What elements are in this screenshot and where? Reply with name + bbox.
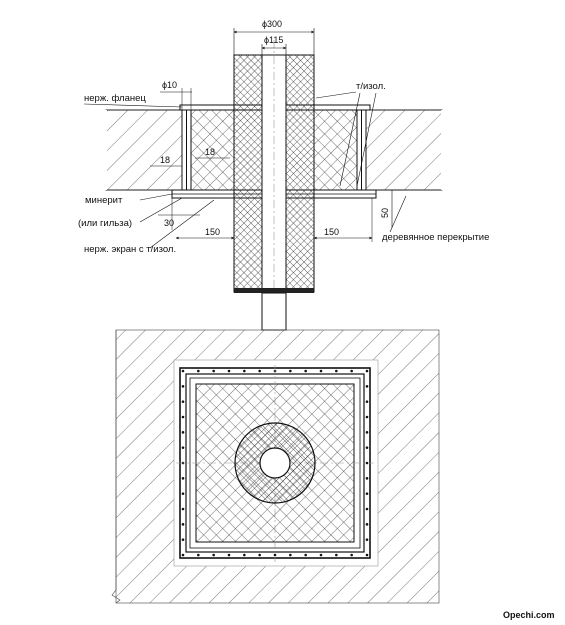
- sleeve-insulation-right: [313, 109, 358, 191]
- rod-diameter-dim: ϕ10: [162, 80, 177, 90]
- bolt-dot: [350, 553, 353, 557]
- flue-pipe-below: [261, 292, 287, 331]
- bolt-dot: [319, 369, 323, 373]
- sleeve-label: (или гильза): [78, 218, 132, 229]
- bolt-dot: [335, 369, 338, 373]
- bolt-dot: [181, 492, 185, 495]
- insulation-label: т/изол.: [356, 81, 386, 92]
- flange-label: нерж. фланец: [84, 93, 146, 104]
- bolt-dot: [181, 538, 185, 541]
- ceiling-slab-right: [365, 109, 443, 191]
- clearance-left-dim: 150: [205, 227, 220, 237]
- inner-diameter-dim: ϕ115: [264, 35, 283, 45]
- chimney-insulated-wall-right: [285, 54, 315, 293]
- bolt-dot: [181, 431, 185, 434]
- bolt-dot: [365, 553, 369, 557]
- screen-label: нерж. экран с т/изол.: [84, 244, 176, 255]
- bolt-dot: [181, 507, 185, 511]
- bolt-dot: [181, 369, 185, 373]
- bolt-dot: [365, 431, 369, 434]
- gap-dim-left: 18: [160, 155, 170, 165]
- bolt-dot: [365, 446, 369, 449]
- bolt-dot: [181, 523, 185, 526]
- bolt-dot: [197, 553, 200, 557]
- bolt-dot: [365, 369, 369, 373]
- offset-dim: 30: [164, 218, 174, 228]
- bolt-dot: [181, 385, 185, 388]
- bolt-dot: [365, 385, 369, 388]
- plan-view: [111, 329, 440, 604]
- gap-dim-right: 18: [205, 147, 215, 157]
- ceiling-label: деревянное перекрытие: [382, 232, 489, 243]
- bolt-dot: [289, 369, 292, 373]
- plan-flue-opening: [259, 447, 291, 479]
- section-view: ϕ300 ϕ115 ϕ10 нерж. фланец 18 18 минерит…: [78, 19, 489, 331]
- bolt-dot: [212, 553, 215, 557]
- bolt-dot: [197, 369, 200, 373]
- bolt-dot: [365, 523, 369, 526]
- outer-diameter-dim: ϕ300: [262, 19, 282, 29]
- bolt-dot: [258, 369, 261, 373]
- watermark: Opechi.com: [503, 610, 555, 620]
- bolt-dot: [212, 369, 215, 373]
- bolt-dot: [365, 538, 369, 541]
- bolt-dot: [350, 369, 353, 373]
- bolt-dot: [181, 477, 185, 480]
- bolt-dot: [365, 507, 369, 511]
- bolt-dot: [181, 446, 185, 449]
- chimney-insulated-wall-left: [233, 54, 263, 293]
- bolt-dot: [181, 415, 185, 419]
- chimney-bottom-cap: [234, 288, 314, 293]
- bolt-dot: [227, 369, 231, 373]
- bolt-dot: [319, 553, 323, 557]
- bolt-dot: [181, 400, 185, 403]
- bolt-dot: [365, 461, 369, 465]
- thickness-dim: 50: [380, 208, 390, 218]
- bolt-dot: [243, 553, 246, 557]
- plan-bolts: [181, 369, 369, 557]
- bolt-dot: [289, 553, 292, 557]
- bolt-dot: [273, 553, 277, 557]
- clearance-right-dim: 150: [324, 227, 339, 237]
- bolt-dot: [365, 492, 369, 495]
- ceiling-slab-left: [105, 109, 183, 191]
- bolt-dot: [304, 553, 307, 557]
- bolt-dot: [181, 553, 185, 557]
- minerite-label: минерит: [85, 195, 123, 206]
- bolt-dot: [365, 415, 369, 419]
- bolt-dot: [243, 369, 246, 373]
- bolt-dot: [365, 477, 369, 480]
- bolt-dot: [258, 553, 261, 557]
- bolt-dot: [335, 553, 338, 557]
- bolt-dot: [227, 553, 231, 557]
- bolt-dot: [304, 369, 307, 373]
- bolt-dot: [365, 400, 369, 403]
